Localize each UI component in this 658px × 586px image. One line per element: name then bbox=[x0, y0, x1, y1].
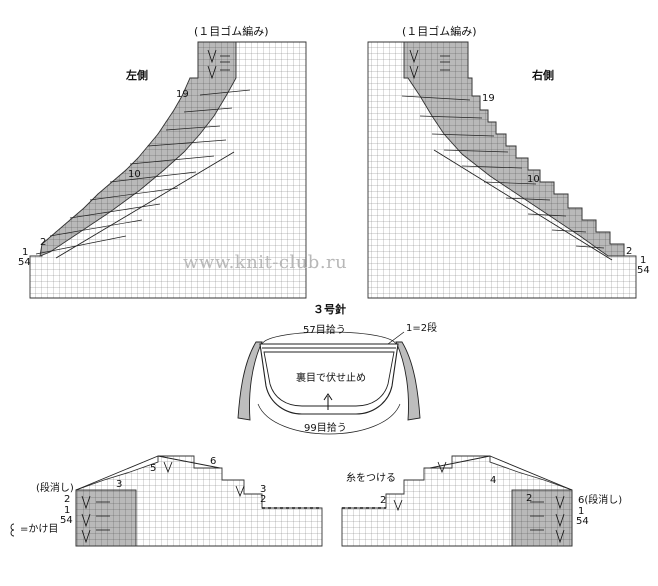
left-shaping-lines bbox=[35, 89, 251, 255]
pick-up-99-arc bbox=[257, 403, 401, 435]
bl-step-3b: 3 bbox=[260, 484, 267, 495]
legend-yarnover: =かけ目 bbox=[20, 524, 59, 535]
right-row-2: 2 bbox=[626, 246, 633, 257]
bottom-left-chart bbox=[75, 455, 323, 547]
bl-dankeshi: (段消し) bbox=[36, 483, 74, 494]
bl-rib-marks bbox=[81, 495, 110, 544]
neckline-schematic bbox=[237, 331, 421, 435]
br-step-4: 4 bbox=[490, 475, 497, 486]
right-row-1: 1 bbox=[640, 255, 647, 266]
right-shaded-band bbox=[403, 41, 625, 257]
right-side-title: 右側 bbox=[532, 69, 554, 82]
pick-up-57-arc bbox=[261, 331, 397, 345]
rib-label-left: (１目ゴム編み) bbox=[194, 25, 269, 38]
left-row-2: 2 bbox=[40, 237, 47, 248]
left-side-title: 左側 bbox=[126, 69, 148, 82]
right-row-54: 54 bbox=[637, 265, 650, 276]
right-shoulder-shape bbox=[395, 341, 421, 421]
right-front-chart bbox=[367, 41, 637, 299]
watermark: www.knit-club.ru bbox=[183, 252, 348, 273]
neck-band-inner bbox=[263, 351, 395, 407]
left-row-19: 19 bbox=[176, 89, 189, 100]
br-attach-yarn: 糸をつける bbox=[346, 473, 396, 484]
br-step-2: 2 bbox=[380, 495, 387, 506]
pick-up-99-label: 99目拾う bbox=[304, 423, 347, 434]
bl-row-1: 1 bbox=[64, 505, 71, 516]
left-front-chart bbox=[29, 41, 307, 299]
bl-row-54: 54 bbox=[60, 515, 73, 526]
pick-up-57-label: 57目拾う bbox=[303, 325, 346, 336]
br-row-54: 54 bbox=[576, 516, 589, 527]
bl-shaded-block bbox=[75, 489, 137, 547]
br-rib-marks bbox=[530, 495, 565, 544]
left-shaded-band bbox=[39, 41, 237, 257]
br-step-2b: 2 bbox=[526, 493, 533, 504]
needle-size: ３号針 bbox=[313, 303, 346, 316]
bl-step-6: 6 bbox=[210, 456, 217, 467]
bl-step-5: 5 bbox=[150, 463, 157, 474]
ratio-pointer bbox=[387, 331, 405, 345]
row-ratio-label: 1=2段 bbox=[406, 323, 438, 334]
bl-row-2: 2 bbox=[64, 494, 71, 505]
left-rib-marks bbox=[207, 49, 230, 80]
bottom-right-chart bbox=[341, 455, 573, 547]
left-shoulder-shape bbox=[237, 341, 263, 421]
br-row-1: 1 bbox=[578, 506, 585, 517]
bl-step-2b: 2 bbox=[260, 494, 267, 505]
right-row-10: 10 bbox=[527, 174, 540, 185]
bl-step-3: 3 bbox=[116, 479, 123, 490]
left-row-1: 1 bbox=[22, 247, 29, 258]
right-row-19: 19 bbox=[482, 93, 495, 104]
yarnover-symbol-icon bbox=[10, 523, 15, 537]
bind-off-label: 裏目で伏せ止め bbox=[296, 373, 366, 384]
left-row-10: 10 bbox=[128, 169, 141, 180]
arrow-up-icon bbox=[323, 393, 333, 410]
rib-label-right: (１目ゴム編み) bbox=[402, 25, 477, 38]
left-row-54: 54 bbox=[18, 257, 31, 268]
br-step-6-dankeshi: 6(段消し) bbox=[578, 495, 623, 506]
right-shaping-lines bbox=[401, 95, 605, 249]
right-rib-marks bbox=[409, 49, 450, 80]
